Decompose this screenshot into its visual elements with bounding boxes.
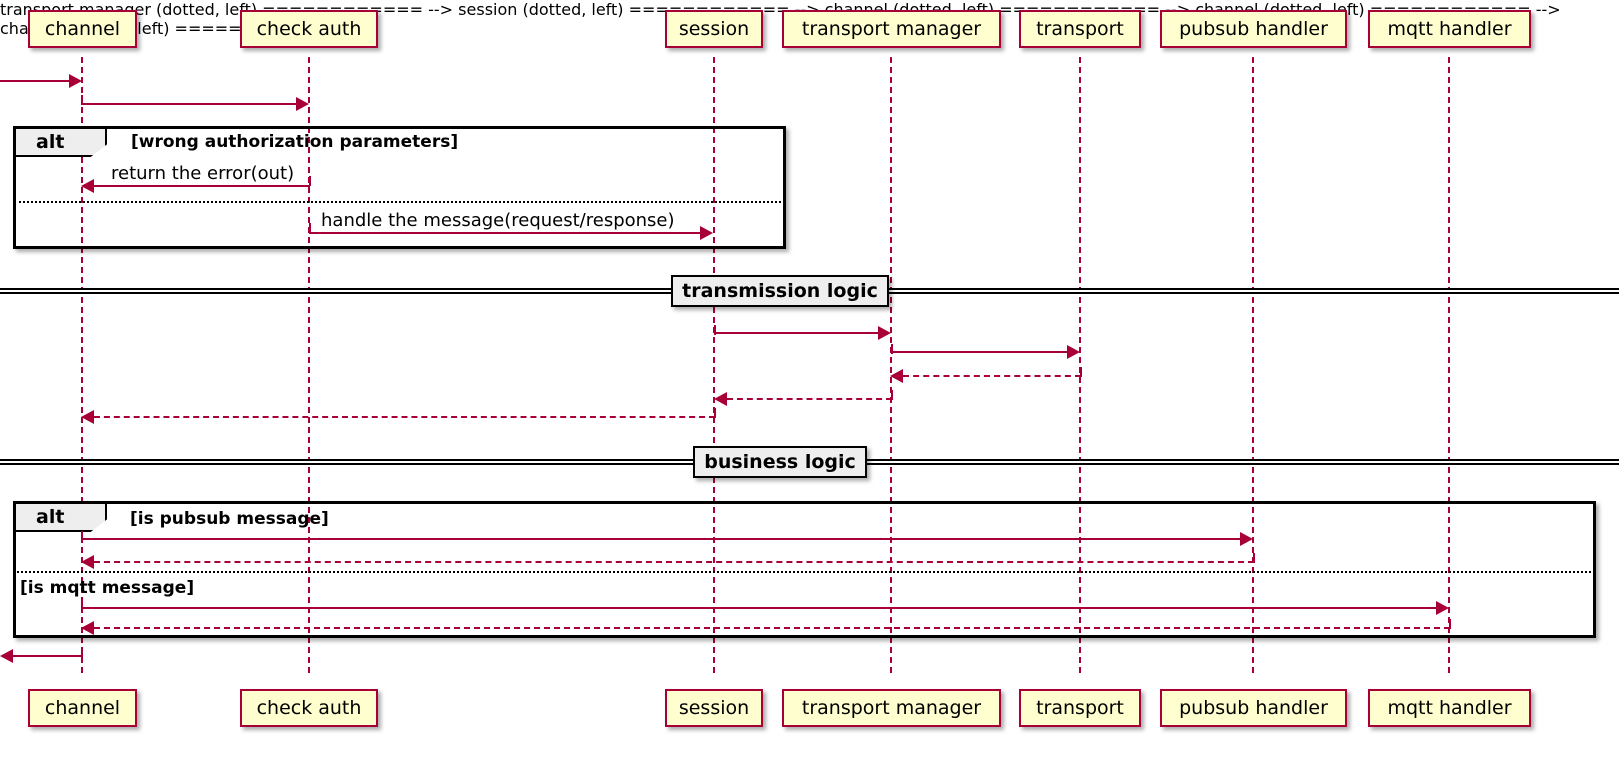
message-channel-to-check-auth-arrowhead — [296, 97, 309, 111]
message-channel-to-check-auth-stub — [81, 95, 83, 105]
participant-top-transport-manager[interactable]: transport manager — [782, 10, 1001, 48]
lifeline-pubsub-handler — [1252, 57, 1254, 673]
participant-bottom-session[interactable]: session — [665, 689, 763, 727]
participant-top-pubsub-handler[interactable]: pubsub handler — [1160, 10, 1347, 48]
participant-label: check auth — [256, 17, 362, 40]
participant-label: session — [678, 696, 750, 719]
message-session-to-channel-line — [94, 416, 715, 418]
participant-label: channel — [44, 17, 121, 40]
message-return-the-error-arrowhead — [81, 179, 94, 193]
message-transport-manager-to-transport-line — [891, 351, 1069, 353]
participant-top-channel[interactable]: channel — [28, 10, 137, 48]
participant-label: transport manager — [801, 696, 982, 719]
separator-label: business logic — [704, 450, 856, 473]
participant-top-transport[interactable]: transport — [1019, 10, 1141, 48]
group-divider-alt-message-type — [14, 571, 1595, 573]
message-return-the-error-stub — [309, 176, 311, 186]
group-tab-alt-message-type: alt — [16, 504, 107, 532]
participant-label: pubsub handler — [1179, 696, 1328, 719]
participant-label: session — [678, 17, 750, 40]
message-channel-to-outside-line — [13, 655, 83, 657]
message-mqtt-handler-to-channel-arrowhead — [81, 621, 94, 635]
message-channel-to-pubsub-handler-stub — [81, 531, 83, 541]
participant-top-mqtt-handler[interactable]: mqtt handler — [1368, 10, 1531, 48]
message-session-to-channel-stub — [714, 408, 716, 418]
message-transport-to-transport-manager-line — [903, 375, 1081, 377]
message-transport-manager-to-session-line — [727, 398, 892, 400]
message-session-to-transport-manager-arrowhead — [878, 326, 891, 340]
message-handle-the-message-line — [309, 232, 701, 234]
lifeline-transport — [1079, 57, 1081, 673]
group-frame-alt-message-type — [13, 501, 1596, 638]
message-channel-to-mqtt-handler-stub — [81, 600, 83, 610]
message-handle-the-message-stub — [309, 223, 311, 233]
message-session-to-transport-manager-stub — [714, 325, 716, 335]
participant-bottom-transport[interactable]: transport — [1019, 689, 1141, 727]
participant-bottom-pubsub-handler[interactable]: pubsub handler — [1160, 689, 1347, 727]
group-condition-is-pubsub-message: [is pubsub message] — [130, 509, 329, 529]
lifeline-mqtt-handler — [1448, 57, 1450, 673]
message-handle-the-message-label: handle the message(request/response) — [321, 210, 675, 231]
group-condition-is-mqtt-message: [is mqtt message] — [20, 578, 195, 598]
message-return-the-error-label: return the error(out) — [111, 163, 295, 184]
message-session-to-channel-arrowhead — [81, 410, 94, 424]
participant-bottom-channel[interactable]: channel — [28, 689, 137, 727]
message-transport-to-transport-manager-arrowhead — [890, 369, 903, 383]
message-channel-to-mqtt-handler-arrowhead — [1436, 601, 1449, 615]
message-mqtt-handler-to-channel-line — [94, 627, 1450, 629]
message-channel-to-outside-stub — [81, 648, 83, 658]
group-condition-wrong-authorization: [wrong authorization parameters] — [131, 132, 459, 152]
separator-transmission-logic-box: transmission logic — [671, 275, 889, 307]
group-tab-label: alt — [36, 130, 65, 153]
participant-label: pubsub handler — [1179, 17, 1328, 40]
message-channel-to-pubsub-handler-arrowhead — [1240, 532, 1253, 546]
lifeline-session — [713, 57, 715, 673]
participant-label: mqtt handler — [1387, 696, 1512, 719]
message-mqtt-handler-to-channel-stub — [1449, 619, 1451, 629]
message-transport-manager-to-transport-stub — [891, 344, 893, 354]
message-transport-manager-to-session-arrowhead — [714, 392, 727, 406]
group-tab-alt-authorization: alt — [16, 129, 107, 157]
message-pubsub-handler-to-channel-arrowhead — [81, 555, 94, 569]
message-transport-to-transport-manager-stub — [1080, 367, 1082, 377]
separator-label: transmission logic — [682, 279, 878, 302]
participant-bottom-transport-manager[interactable]: transport manager — [782, 689, 1001, 727]
participant-label: transport — [1036, 696, 1124, 719]
lifeline-channel — [81, 57, 83, 673]
message-channel-to-check-auth-line — [81, 103, 297, 105]
group-frame-alt-authorization — [13, 126, 786, 249]
message-handle-the-message-arrowhead — [700, 226, 713, 240]
message-channel-to-mqtt-handler-line — [81, 607, 1438, 609]
participant-bottom-mqtt-handler[interactable]: mqtt handler — [1368, 689, 1531, 727]
participant-label: transport — [1036, 17, 1124, 40]
lifeline-transport-manager — [890, 57, 892, 673]
message-entry-to-channel-line — [0, 80, 70, 82]
message-channel-to-outside-arrowhead — [0, 649, 13, 663]
separator-business-logic-box: business logic — [693, 446, 867, 478]
message-channel-to-pubsub-handler-line — [81, 538, 1242, 540]
message-entry-to-channel-arrowhead — [69, 74, 82, 88]
group-divider-alt-authorization — [14, 201, 785, 203]
participant-top-check-auth[interactable]: check auth — [240, 10, 378, 48]
message-pubsub-handler-to-channel-stub — [1253, 553, 1255, 563]
participant-label: mqtt handler — [1387, 17, 1512, 40]
participant-label: transport manager — [801, 17, 982, 40]
message-transport-manager-to-transport-arrowhead — [1067, 345, 1080, 359]
message-return-the-error-line — [94, 185, 310, 187]
message-transport-manager-to-session-stub — [891, 390, 893, 400]
participant-bottom-check-auth[interactable]: check auth — [240, 689, 378, 727]
group-tab-label: alt — [36, 505, 65, 528]
message-session-to-transport-manager-line — [714, 332, 880, 334]
message-pubsub-handler-to-channel-line — [94, 561, 1254, 563]
participant-label: check auth — [256, 696, 362, 719]
lifeline-check-auth — [308, 57, 310, 673]
participant-top-session[interactable]: session — [665, 10, 763, 48]
participant-label: channel — [44, 696, 121, 719]
